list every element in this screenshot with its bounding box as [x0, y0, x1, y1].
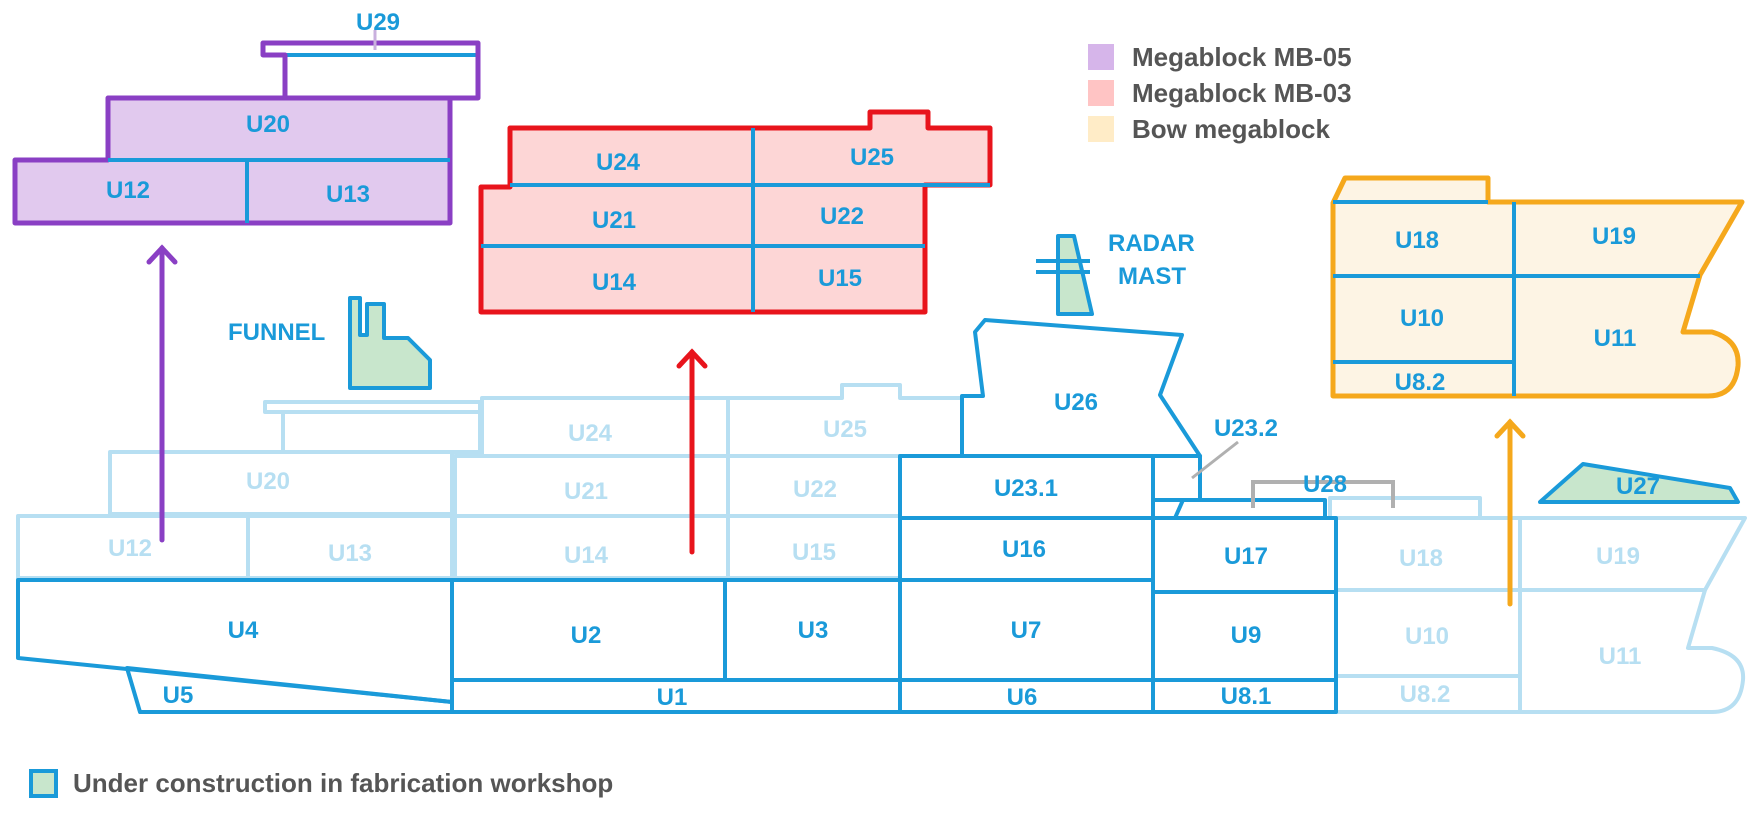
block-u8-1 [1151, 678, 1338, 714]
label-bow-u11: U11 [1594, 325, 1637, 352]
label-faint-u19: U19 [1596, 543, 1640, 570]
label-u16: U16 [1002, 536, 1046, 563]
label-u26: U26 [1054, 389, 1098, 416]
arrow-mb03 [676, 348, 708, 555]
label-faint-u25: U25 [823, 416, 867, 443]
label-u3: U3 [798, 617, 829, 644]
legend-label-mb03: Megablock MB-03 [1132, 78, 1352, 108]
faint-block-u11 [1518, 588, 1746, 714]
arrow-bow [1494, 418, 1526, 607]
label-u6: U6 [1007, 684, 1038, 711]
label-u7: U7 [1011, 617, 1042, 644]
legend-swatch-bow [1088, 116, 1114, 142]
label-faint-u18: U18 [1399, 545, 1443, 572]
label-mb05-u20: U20 [246, 111, 290, 138]
workshop-legend: Under construction in fabrication worksh… [29, 768, 613, 798]
workshop-label: Under construction in fabrication worksh… [73, 768, 613, 798]
u23-2-leader [1191, 440, 1239, 480]
megablock-bow [1330, 175, 1745, 399]
legend-label-bow: Bow megablock [1132, 114, 1330, 144]
u29-outline [260, 40, 481, 101]
label-faint-u24: U24 [568, 420, 613, 447]
label-faint-u13: U13 [328, 540, 372, 567]
block-u26 [960, 318, 1202, 458]
label-u27: U27 [1616, 473, 1660, 500]
label-bow-u18: U18 [1395, 227, 1439, 254]
label-faint-u22: U22 [793, 476, 837, 503]
legend-label-mb05: Megablock MB-05 [1132, 42, 1352, 72]
label-mb03-u21: U21 [592, 207, 636, 234]
label-faint-u15: U15 [792, 539, 836, 566]
u28-bracket [1251, 480, 1395, 508]
label-mb03-u14: U14 [592, 269, 637, 296]
label-mb03-u22: U22 [820, 203, 864, 230]
label-mb05-u13: U13 [326, 181, 370, 208]
label-u8-1: U8.1 [1221, 683, 1272, 710]
block-u28-base [1173, 498, 1327, 520]
block-u27 [1538, 462, 1740, 504]
label-u2: U2 [571, 622, 602, 649]
ship-built-blocks [16, 318, 1338, 714]
arrow-mb05 [146, 244, 178, 543]
megablock-mb03 [478, 109, 993, 315]
label-mb03-u25: U25 [850, 144, 894, 171]
label-mb03-u15: U15 [818, 265, 862, 292]
label-u4: U4 [228, 617, 259, 644]
label-u9: U9 [1231, 622, 1262, 649]
label-bow-u8-2: U8.2 [1395, 369, 1446, 396]
legend-swatch-mb05 [1088, 44, 1114, 70]
label-u1: U1 [657, 684, 688, 711]
label-faint-u11: U11 [1599, 643, 1642, 670]
label-mb03-u24: U24 [596, 149, 641, 176]
legend: Megablock MB-05 Megablock MB-03 Bow mega… [1088, 42, 1352, 144]
label-bow-u10: U10 [1400, 305, 1444, 332]
funnel-shape [348, 296, 432, 390]
faint-block-u28-base [1328, 496, 1482, 520]
workshop-swatch [29, 769, 58, 798]
label-faint-u21: U21 [564, 478, 608, 505]
label-u17: U17 [1224, 543, 1268, 570]
radar-mast-shape [1036, 234, 1094, 316]
label-faint-u20: U20 [246, 468, 290, 495]
label-faint-u10: U10 [1405, 623, 1449, 650]
megablock-mb05 [12, 30, 481, 226]
label-faint-u14: U14 [564, 542, 609, 569]
ship-faint-blocks [16, 383, 1747, 714]
radar-label-line2: MAST [1118, 263, 1186, 290]
funnel-label: FUNNEL [228, 319, 325, 346]
label-faint-u12: U12 [108, 535, 152, 562]
label-u5: U5 [163, 682, 194, 709]
label-u23-2: U23.2 [1214, 415, 1278, 442]
legend-swatch-mb03 [1088, 80, 1114, 106]
label-u28: U28 [1303, 471, 1347, 498]
radar-label-line1: RADAR [1108, 230, 1195, 257]
label-faint-u8-2: U8.2 [1400, 681, 1451, 708]
label-u23-1: U23.1 [994, 475, 1058, 502]
faint-block-u20-top [281, 410, 482, 454]
label-bow-u19: U19 [1592, 223, 1636, 250]
label-mb05-u12: U12 [106, 177, 150, 204]
label-mb05-u29: U29 [356, 9, 400, 36]
